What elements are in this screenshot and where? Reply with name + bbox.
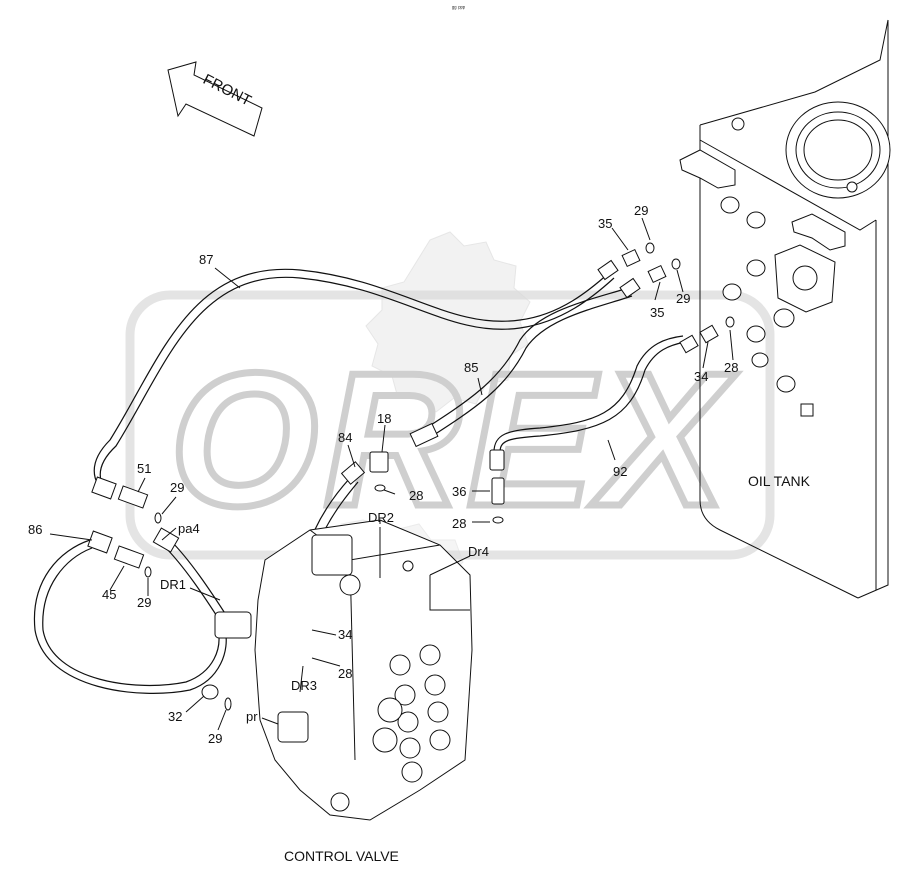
callout-85: 85 [464, 360, 478, 375]
callout-pa4: pa4 [178, 521, 200, 536]
valve-spool-ports [372, 644, 451, 783]
callout-35a: 35 [598, 216, 612, 231]
callout-29b: 29 [676, 291, 690, 306]
watermark-logo: OREX [125, 231, 775, 647]
callout-35b: 35 [650, 305, 664, 320]
callout-DR1: DR1 [160, 577, 186, 592]
callout-pr: pr [246, 709, 258, 724]
callout-29a: 29 [634, 203, 648, 218]
callout-92: 92 [613, 464, 627, 479]
callout-Dr4: Dr4 [468, 544, 489, 559]
caption-control-valve: CONTROL VALVE [284, 848, 399, 864]
callout-84: 84 [338, 430, 352, 445]
callout-18: 18 [377, 411, 391, 426]
header-mark: ᵍᵍ ᵖᵖᵖ [452, 6, 466, 12]
watermark-text: OREX [170, 334, 737, 546]
callout-87: 87 [199, 252, 213, 267]
hose-87 [93, 268, 615, 489]
callout-45: 45 [102, 587, 116, 602]
callout-36: 36 [452, 484, 466, 499]
callout-DR2: DR2 [368, 510, 394, 525]
callout-28b: 28 [409, 488, 423, 503]
fittings [87, 242, 735, 711]
callout-28a: 28 [724, 360, 738, 375]
callout-86: 86 [28, 522, 42, 537]
callouts: 87 35 29 35 29 85 34 28 18 84 92 51 29 2… [28, 203, 738, 746]
callout-51: 51 [137, 461, 151, 476]
callout-32: 32 [168, 709, 182, 724]
hose-85 [419, 287, 633, 441]
callout-34b: 34 [338, 627, 352, 642]
callout-28c: 28 [452, 516, 466, 531]
caption-oil-tank: OIL TANK [748, 473, 811, 489]
callout-29e: 29 [208, 731, 222, 746]
callout-DR3: DR3 [291, 678, 317, 693]
tank-port-bosses [720, 196, 814, 417]
oil-tank [679, 19, 891, 599]
callout-34a: 34 [694, 369, 708, 384]
callout-29d: 29 [137, 595, 151, 610]
callout-29c: 29 [170, 480, 184, 495]
control-valve [214, 519, 473, 821]
leader-lines [49, 217, 734, 731]
front-arrow: FRONT [167, 61, 263, 137]
hose-92 [493, 335, 686, 453]
callout-28d: 28 [338, 666, 352, 681]
